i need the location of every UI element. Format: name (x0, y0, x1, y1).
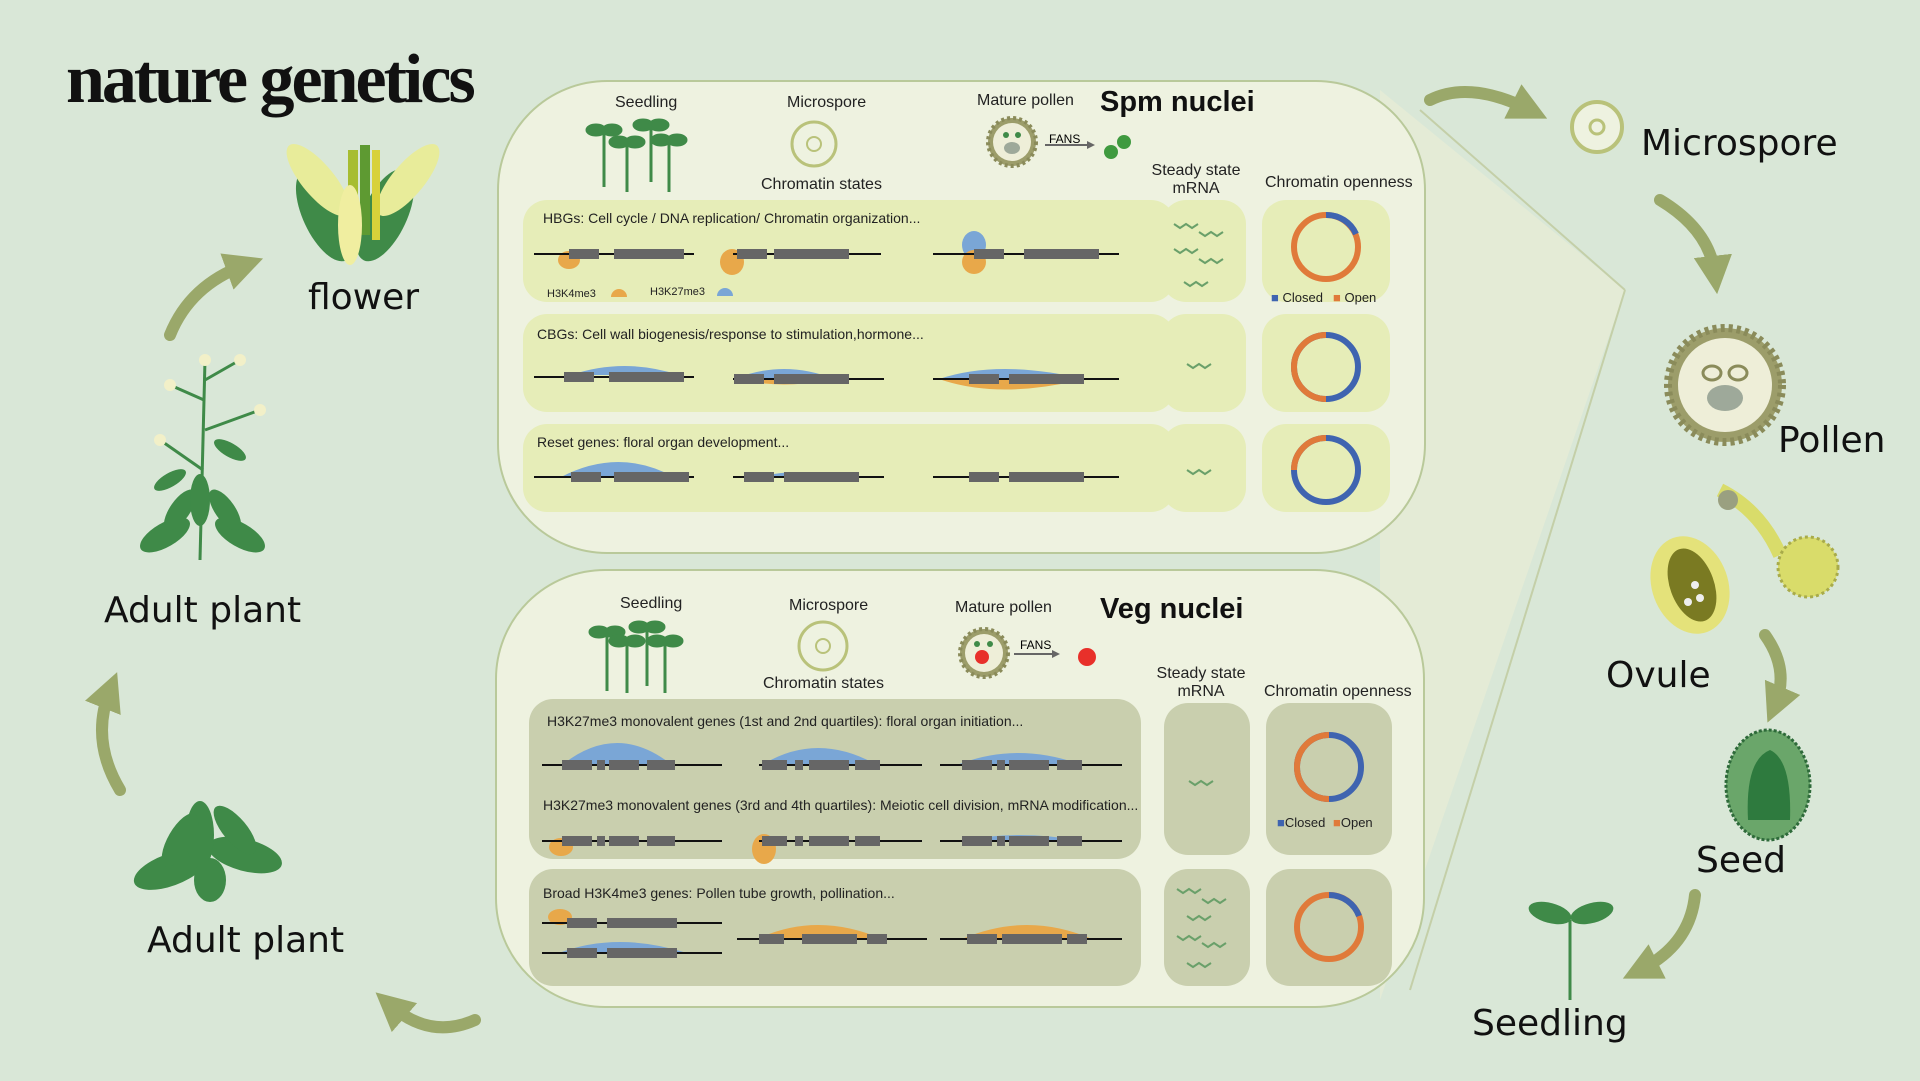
mrna-icon (1173, 222, 1224, 476)
legend-open: ■ Open (1333, 290, 1377, 305)
stage-label-seed: Seed (1696, 840, 1786, 881)
legend-open-label: Open (1344, 290, 1377, 305)
flower-icon (286, 144, 440, 265)
chromatin-states-label: Chromatin states (761, 176, 882, 193)
journal-logo: nature genetics (66, 41, 476, 118)
veg-row-monovalent (529, 699, 1141, 859)
legend-open: ■Open (1333, 815, 1373, 830)
arrow-icon (1654, 194, 1732, 295)
panel-title: Veg nuclei (1100, 593, 1244, 625)
steady-state-mrna-label: Steady state mRNA (1151, 162, 1241, 197)
stage-label-adult-plant-bottom: Adult plant (147, 920, 345, 961)
seed-icon (1724, 728, 1812, 842)
veg-nuclei-panel: Veg nuclei Seedling Microspore Mature po… (495, 569, 1425, 1008)
microspore-label: Microspore (789, 597, 869, 614)
stage-label-ovule: Ovule (1606, 655, 1711, 696)
donut-chart-icon (1293, 732, 1364, 962)
openness-box (1262, 314, 1390, 412)
spm-top-icons (585, 116, 1131, 192)
legend-h3k4me3: H3K4me3 (547, 288, 596, 300)
microspore-icon (1570, 100, 1624, 154)
legend-closed-label: Closed (1284, 815, 1326, 830)
rosette-icon (133, 801, 282, 902)
seedling-label: Seedling (620, 595, 683, 612)
arrow-icon (375, 992, 481, 1034)
spm-row-cbgs (523, 314, 1175, 412)
seedling-label: Seedling (615, 94, 678, 111)
arrow-icon (85, 672, 126, 796)
mature-pollen-label: Mature pollen (955, 599, 1052, 616)
microspore-label: Microspore (787, 94, 867, 111)
legend-closed: ■Closed (1277, 815, 1326, 830)
stage-label-flower: flower (308, 277, 420, 318)
gene-track-icon (542, 743, 1122, 958)
veg-row-label: Broad H3K4me3 genes: Pollen tube growth,… (543, 885, 895, 901)
chromatin-openness-label: Chromatin openness (1265, 174, 1413, 191)
pollen-icon (1664, 324, 1786, 446)
chromatin-openness-label: Chromatin openness (1264, 683, 1412, 700)
stage-label-seedling: Seedling (1472, 1003, 1628, 1044)
stage-label-pollen: Pollen (1778, 420, 1886, 461)
panel-title: Spm nuclei (1100, 86, 1255, 118)
spm-nuclei-panel: Spm nuclei Seedling Microspore Mature po… (497, 80, 1426, 554)
stage-label-adult-plant-top: Adult plant (104, 590, 302, 631)
veg-row-label: H3K27me3 monovalent genes (3rd and 4th q… (543, 797, 1139, 813)
legend-open-label: Open (1340, 815, 1373, 830)
arrow-icon (1759, 629, 1801, 723)
spm-tracks (534, 211, 1361, 505)
steady-state-mrna-label: Steady state mRNA (1156, 665, 1246, 700)
mrna-box (1162, 424, 1246, 512)
mrna-box (1164, 703, 1250, 855)
fans-label: FANS (1049, 132, 1081, 146)
spm-row-label: Reset genes: floral organ development... (537, 434, 790, 450)
veg-top-icons (588, 620, 1096, 693)
veg-tracks (542, 732, 1364, 969)
mature-pollen-label: Mature pollen (977, 92, 1074, 109)
stage-label-microspore: Microspore (1641, 123, 1838, 164)
mrna-icon (1176, 779, 1227, 969)
openness-box (1266, 869, 1392, 986)
arrow-icon (164, 253, 264, 341)
spm-row-label: HBGs: Cell cycle / DNA replication/ Chro… (543, 210, 921, 226)
legend-closed: ■ Closed (1271, 290, 1323, 305)
openness-box (1266, 703, 1392, 855)
adult-plant-icon (159, 358, 261, 561)
veg-row-label: H3K27me3 monovalent genes (1st and 2nd q… (547, 713, 1024, 729)
gene-track-icon (534, 231, 1119, 482)
seedling-icon (1528, 901, 1614, 1000)
legend-h3k27me3: H3K27me3 (650, 286, 706, 298)
mrna-box (1162, 314, 1246, 412)
chromatin-states-label: Chromatin states (763, 675, 884, 692)
ovule-icon (1650, 483, 1840, 634)
arrow-icon (1424, 84, 1548, 119)
arrow-icon (1622, 889, 1701, 979)
fans-label: FANS (1020, 638, 1052, 652)
donut-chart-icon (1290, 211, 1361, 505)
legend-closed-label: Closed (1282, 290, 1323, 305)
spm-row-label: CBGs: Cell wall biogenesis/response to s… (537, 326, 924, 342)
